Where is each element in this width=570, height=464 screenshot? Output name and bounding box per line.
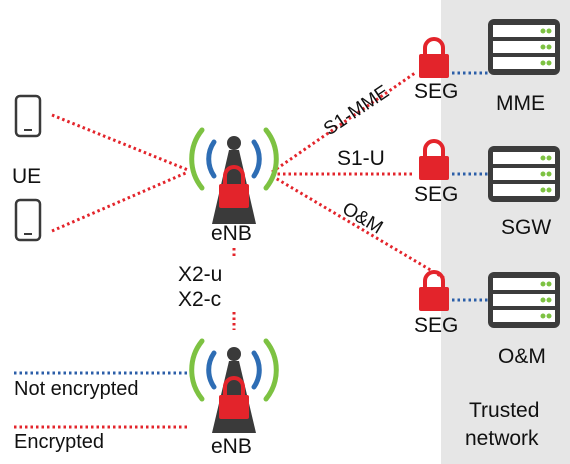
- ue-label: UE: [12, 165, 42, 188]
- ue-phone-icon-top: [14, 94, 42, 138]
- enb-top-label: eNB: [211, 222, 252, 245]
- om-server-label: O&M: [498, 345, 546, 368]
- legend-not-encrypted-label: Not encrypted: [14, 378, 139, 400]
- enb-tower-icon-bottom: [189, 338, 279, 433]
- om-link: [271, 174, 445, 280]
- seg-lock-icon-om: [419, 270, 449, 311]
- trusted-network-line1: Trusted: [469, 399, 540, 422]
- server-icon-om: [488, 272, 560, 328]
- s1-mme-link: [271, 71, 416, 174]
- seg-label-mme: SEG: [414, 80, 459, 103]
- seg-label-sgw: SEG: [414, 183, 459, 206]
- enb-lock-icon-top: [219, 165, 249, 208]
- server-icon-mme: [488, 19, 560, 75]
- enb-lock-icon-bottom: [219, 376, 249, 419]
- sgw-label: SGW: [501, 216, 552, 239]
- s1-mme-label: S1-MME: [320, 81, 393, 140]
- s1-u-label: S1-U: [337, 147, 385, 170]
- server-icon-sgw: [488, 146, 560, 202]
- seg-lock-icon-sgw: [419, 139, 449, 180]
- trusted-network-region: [441, 0, 570, 464]
- om-link-label: O&M: [338, 198, 386, 238]
- ue-phone-icon-bottom: [14, 198, 42, 242]
- enb-bottom-label: eNB: [211, 435, 252, 458]
- trusted-network-line2: network: [465, 427, 539, 450]
- enb-tower-icon-top: [189, 127, 279, 224]
- ue2-enb-link: [51, 170, 189, 233]
- mme-label: MME: [496, 92, 545, 115]
- x2-c-label: X2-c: [178, 288, 222, 311]
- legend-encrypted-label: Encrypted: [14, 431, 105, 453]
- seg-label-om: SEG: [414, 314, 459, 337]
- ue1-enb-link: [51, 113, 189, 172]
- seg-lock-icon-mme: [419, 37, 449, 78]
- x2-u-label: X2-u: [178, 263, 223, 286]
